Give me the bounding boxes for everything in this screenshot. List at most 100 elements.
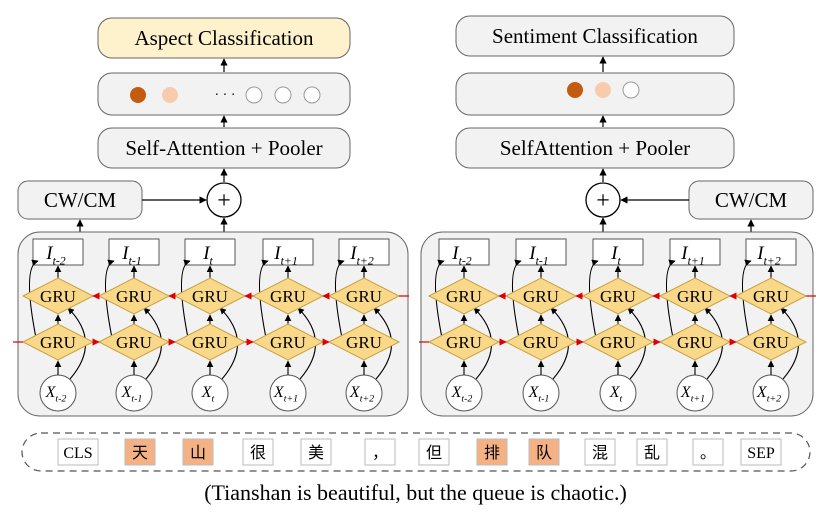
hidden-state-label: It+2 (756, 243, 781, 267)
hidden-state-box (338, 238, 390, 266)
gru-label: GRU (523, 333, 559, 352)
token-box (418, 438, 450, 466)
hidden-state-box (669, 238, 721, 266)
token-text: CLS (63, 445, 92, 462)
gru-label: GRU (753, 333, 789, 352)
input-node-label: Xt-2 (451, 384, 473, 404)
hidden-state-label: It+1 (680, 243, 704, 267)
token-box (740, 438, 782, 466)
hidden-state-label: It-1 (528, 243, 548, 267)
right-branch: Sentiment Classification SelfAttention +… (419, 15, 816, 417)
sentiment-classification-label: Sentiment Classification (492, 24, 698, 48)
dots-ellipsis: · · · (215, 88, 236, 103)
token-strip (21, 432, 811, 472)
skip-connection-lower (511, 259, 522, 339)
aspect-classification-label: Aspect Classification (134, 26, 314, 50)
left-attention-label: Self-Attention + Pooler (125, 136, 322, 160)
input-node-label: Xt-2 (45, 384, 67, 404)
right-cwcm-label: CW/CM (715, 188, 788, 212)
left-plus-node (206, 182, 242, 218)
input-node-label: Xt-1 (121, 384, 143, 404)
dot-empty (274, 86, 292, 104)
token-box (57, 438, 99, 466)
token-text: 乱 (644, 444, 660, 462)
skip-connection-lower (434, 259, 445, 339)
token-text: 混 (592, 444, 608, 462)
gru-label: GRU (40, 287, 76, 306)
gru-label: GRU (40, 333, 76, 352)
gru-label: GRU (192, 287, 228, 306)
token-text: 队 (536, 444, 552, 462)
hidden-state-label: It (610, 243, 621, 267)
skip-connection-lower (180, 259, 191, 339)
dot-dark (567, 82, 583, 98)
left-bigru-cells: Xt-2It-2GRUGRUXt-1It-1GRUGRUXtItGRUGRUXt… (13, 238, 409, 412)
example-caption: (Tianshan is beautiful, but the queue is… (204, 480, 627, 505)
skip-connection-lower (665, 259, 676, 339)
hidden-state-box (262, 238, 314, 266)
input-node-label: Xt+1 (273, 384, 298, 404)
gru-label: GRU (270, 287, 306, 306)
hidden-state-label: It+2 (349, 243, 374, 267)
skip-connection-lower (741, 259, 752, 339)
gru-label: GRU (600, 287, 636, 306)
gru-cell-forward (327, 323, 401, 361)
hidden-state-box (32, 238, 84, 266)
token-box (528, 438, 560, 466)
input-node-label: Xt+1 (680, 384, 705, 404)
gru-label: GRU (600, 333, 636, 352)
input-node-label: Xt-1 (528, 384, 550, 404)
skip-connection-lower (588, 259, 599, 339)
input-node-label: Xt+2 (349, 384, 374, 404)
input-node-label: Xt+2 (756, 384, 781, 404)
skip-connection-lower (258, 259, 269, 339)
gru-label: GRU (446, 287, 482, 306)
gru-label: GRU (677, 287, 713, 306)
left-bigru-panel (17, 231, 409, 417)
hidden-state-label: It-2 (451, 243, 472, 267)
skip-connection-lower (334, 259, 345, 339)
right-attention-label: SelfAttention + Pooler (500, 136, 690, 160)
left-cwcm-label: CW/CM (44, 188, 117, 212)
input-node-label: Xt (609, 384, 623, 404)
right-dots-box (455, 72, 735, 116)
token-text: 排 (484, 444, 500, 462)
right-plus-node (585, 182, 621, 218)
gru-label: GRU (270, 333, 306, 352)
hidden-state-box (438, 238, 490, 266)
gru-label: GRU (192, 333, 228, 352)
token-text: ， (372, 445, 388, 462)
dot-light (162, 87, 178, 103)
token-text: 天 (132, 445, 148, 462)
hidden-state-label: It+1 (273, 243, 297, 267)
hidden-state-label: It (202, 243, 213, 267)
token-text: SEP (747, 445, 775, 462)
hidden-state-label: It-1 (121, 243, 141, 267)
token-text: 山 (190, 444, 206, 462)
gru-label: GRU (753, 287, 789, 306)
token-text: 。 (700, 445, 716, 462)
gru-label: GRU (523, 287, 559, 306)
hidden-state-box (108, 238, 160, 266)
left-branch: Aspect Classification · · · Self-Attenti… (13, 17, 409, 417)
hidden-state-box (745, 238, 797, 266)
token-box (182, 438, 214, 466)
left-attention-box (97, 127, 351, 169)
token-box (300, 438, 332, 466)
left-plus-symbol: + (217, 188, 231, 214)
token-text: 美 (308, 444, 324, 462)
token-box (242, 438, 274, 466)
dot-empty (303, 86, 321, 104)
dot-light (595, 82, 611, 98)
right-plus-symbol: + (596, 188, 610, 214)
gru-label: GRU (446, 333, 482, 352)
gru-label: GRU (346, 287, 382, 306)
token-text: 很 (250, 444, 266, 462)
gru-cell-forward (734, 323, 808, 361)
hidden-state-box (184, 238, 236, 266)
hidden-state-box (592, 238, 644, 266)
dot-dark (130, 87, 146, 103)
